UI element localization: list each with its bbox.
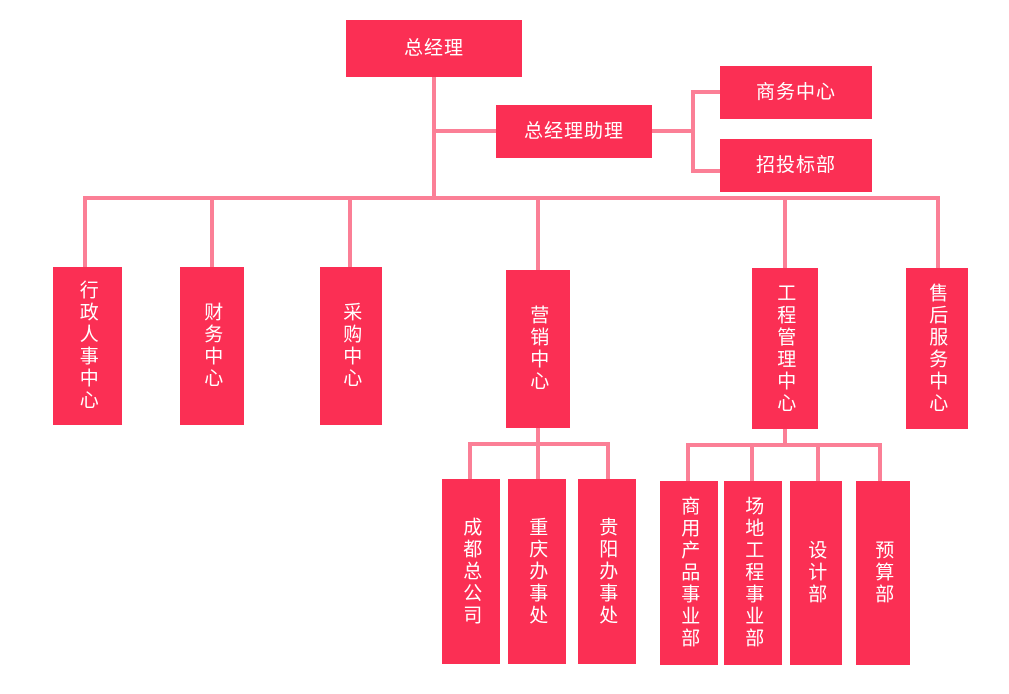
connector-engineering-down [783,428,787,445]
node-commercial-product-division[interactable]: 商用产品事业部 [660,481,718,665]
connector-gm-to-assistant [432,129,498,133]
connector-bus-to-procurement [348,196,352,267]
connector-bus-to-aftersales [936,196,940,268]
node-site-engineering-division[interactable]: 场地工程事业部 [724,481,782,665]
node-label: 商务中心 [755,81,836,104]
node-label: 招投标部 [755,154,836,177]
node-label: 财务中心 [201,302,224,390]
node-aftersales-service-center[interactable]: 售后服务中心 [906,268,968,429]
node-gm-assistant[interactable]: 总经理助理 [496,105,652,158]
node-label: 成都总公司 [460,516,483,627]
connector-main-bus [83,196,940,200]
connector-engineering-to-commercial-product [686,443,690,481]
node-general-manager[interactable]: 总经理 [346,20,522,77]
connector-assistant-right [651,129,695,133]
connector-bus-to-admin-hr [83,196,87,267]
node-label: 工程管理中心 [774,282,797,415]
connector-marketing-to-guiyang [606,442,610,479]
connector-assistant-bus [691,90,695,173]
connector-gm-down [432,76,436,198]
node-label: 总经理 [403,37,464,60]
node-procurement-center[interactable]: 采购中心 [320,267,382,425]
node-engineering-mgmt-center[interactable]: 工程管理中心 [752,268,818,429]
node-label: 设计部 [805,540,828,606]
connector-assistant-to-bidding [691,169,722,173]
node-label: 商用产品事业部 [678,496,701,650]
node-label: 营销中心 [527,305,550,393]
node-label: 行政人事中心 [76,280,99,412]
node-label: 总经理助理 [523,120,624,143]
connector-engineering-to-budget [878,443,882,481]
connector-marketing-to-chongqing [536,442,540,479]
node-budget-department[interactable]: 预算部 [856,481,910,665]
node-chengdu-head-company[interactable]: 成都总公司 [442,479,500,664]
connector-marketing-down [536,427,540,445]
node-label: 预算部 [872,540,895,606]
node-design-department[interactable]: 设计部 [790,481,842,665]
node-marketing-center[interactable]: 营销中心 [506,270,570,428]
node-admin-hr-center[interactable]: 行政人事中心 [53,267,122,425]
connector-marketing-to-chengdu [468,442,472,479]
connector-engineering-to-site-engineering [750,443,754,481]
node-finance-center[interactable]: 财务中心 [180,267,244,425]
node-label: 售后服务中心 [926,282,949,415]
node-business-center[interactable]: 商务中心 [720,66,872,119]
connector-bus-to-marketing [536,196,540,270]
node-guiyang-office[interactable]: 贵阳办事处 [578,479,636,664]
node-label: 采购中心 [340,302,363,390]
node-label: 贵阳办事处 [596,516,619,627]
node-label: 场地工程事业部 [742,496,765,650]
connector-bus-to-engineering [783,196,787,268]
connector-engineering-bus [686,443,882,447]
connector-assistant-to-business-center [691,90,722,94]
node-chongqing-office[interactable]: 重庆办事处 [508,479,566,664]
node-label: 重庆办事处 [526,516,549,627]
connector-engineering-to-design [816,443,820,481]
connector-bus-to-finance [210,196,214,267]
node-bidding-department[interactable]: 招投标部 [720,139,872,192]
